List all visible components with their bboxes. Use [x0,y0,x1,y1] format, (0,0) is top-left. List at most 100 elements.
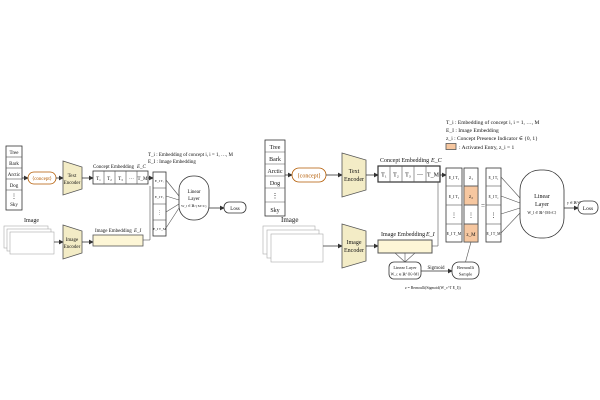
right-z-0: z₁ [469,176,473,181]
right-text-encoder [341,152,367,198]
left-concept-0: Tree [10,151,20,156]
left-image-embedding-symbol: E_I [133,229,142,234]
left-token-2: T₃ [118,177,123,182]
right-linear-label-2: W_l ∈ ℝ^{M×C} [527,210,556,215]
right-legend-2: z_i : Concept Presence Indicator ∈ {0, 1… [446,136,538,142]
right-result-2: ⋮ [491,213,497,219]
right-concept-5: Sky [270,208,279,214]
left-concept-3: Dog [10,184,19,189]
left-product-column: E_I T₁ E_I T₂ ⋮ E_I T_M [152,171,167,237]
right-bernoulli-label-1: Sample [459,272,473,277]
left-image-encoder-label-0: Image [66,238,79,243]
left-image-embedding-title: Image Embedding [95,229,132,234]
left-linear-label-2: W_l ∈ ℝ^{M×C} [181,204,207,208]
right-concept-4: ⋮ [272,192,279,200]
right-y-label: y ∈ ℝ^C [567,201,582,205]
right-formula: z = Bernoulli(Sigmoid(W_c^T E_I)) [405,286,461,290]
left-concept-2: Arctic [8,173,21,178]
right-text-encoder-label-0: Text [349,169,360,175]
right-linear-small-label-1: W_c ∈ ℝ^{K×M} [391,273,420,277]
right-product-2: ⋮ [451,213,457,219]
right-concept-embedding-symbol: E_C [430,158,443,164]
right-product-0: E_I T₁ [449,175,460,180]
right-legend-3: : Activated Entry, z_i = 1 [459,145,515,151]
right-z-2: ⋮ [468,213,474,219]
left-legend-0: T_i : Embedding of concept i, i = 1, …, … [148,153,233,158]
left-concept-tokens: T₁ T₂ T₃ ⋯ T_M [92,170,149,185]
left-token-0: T₁ [96,177,101,182]
left-concept-list: Tree Bark Arctic Dog ⋮ Sky [5,145,23,211]
left-concept-embedding-symbol: E_C [136,165,147,170]
left-product-2: E_I T₂ [155,195,165,199]
left-token-1: T₂ [107,177,112,182]
right-image-embedding-title: Image Embedding [381,232,425,238]
left-text-encoder-label-0: Text [68,174,77,179]
right-product-1: E_I T₂ [449,194,460,199]
right-concept-2: Arctic [268,169,283,175]
right-linear-small [388,261,422,280]
left-concept-4: ⋮ [11,194,17,200]
right-result-0: E_I T₁ [488,176,499,180]
left-diagram: Tree Bark Arctic Dog ⋮ Sky ⟨concept⟩ Tex… [3,145,247,260]
left-image-encoder-label-1: Encoder [64,245,81,250]
right-concept-3: Dog [270,181,280,187]
left-token-4: T_M [138,177,149,182]
right-legend-swatch [445,143,457,150]
left-product-3: ⋮ [157,210,162,216]
right-concept-embedding-title: Concept Embedding [380,158,429,164]
right-text-encoder-label-1: Encoder [344,177,364,183]
right-image-stack [262,225,324,263]
left-concept-embedding-title: Concept Embedding [93,165,134,170]
right-token-4: T_M [427,173,440,179]
right-image-embedding-symbol: E_I [425,232,436,238]
left-product-1: E_I T₁ [155,179,164,183]
right-equals-sign: = [481,202,485,210]
left-linear-label-0: Linear [187,190,200,195]
left-concept-5: Sky [10,203,18,208]
right-token-3: ⋯ [417,173,423,179]
right-product-3: E_I T_M [447,231,462,236]
right-token-1: T₂ [393,173,399,179]
right-legend-1: E_I : Image Embedding [446,128,499,134]
right-result-column: E_I T₁ E_I T₂ ⋮ E_I T_M [485,167,502,243]
left-image-label: Image [24,218,39,224]
right-loss-box [577,200,599,215]
right-image-encoder-label-1: Encoder [344,248,364,254]
left-product-4: E_I T_M [153,227,167,231]
right-token-2: T₃ [405,173,411,179]
right-image-embedding-box [377,239,433,254]
left-image-stack [3,225,55,255]
left-concept-prompt-label: ⟨concept⟩ [32,176,51,182]
left-linear-layer [178,175,210,221]
right-sigmoid-label: Sigmoid [428,266,445,271]
right-result-3: E_I T_M [487,232,502,236]
right-concept-prompt-label: ⟨concept⟩ [297,173,320,180]
right-linear-label-0: Linear [534,194,550,200]
right-z-column: z₁ z₂ ⋮ z_M [463,167,479,243]
right-concept-1: Bark [269,157,281,163]
right-legend: T_i : Embedding of concept i, i = 1, …, … [445,119,539,151]
left-text-encoder-label-1: Encoder [64,181,81,186]
right-linear-small-label-0: Linear Layer [393,265,417,270]
right-concept-tokens: T₁ T₂ T₃ ⋯ T_M [377,165,441,183]
left-legend-1: E_I : Image Embedding [148,160,196,165]
right-z-1: z₂ [469,195,473,200]
right-concept-0: Tree [270,145,281,151]
right-result-1: E_I T₂ [488,195,499,199]
right-image-label: Image [281,216,299,224]
right-loss-label: Loss [583,206,593,212]
right-token-0: T₁ [381,173,387,179]
left-concept-1: Bark [9,162,19,167]
right-legend-0: T_i : Embedding of concept i, i = 1, …, … [446,119,539,126]
right-bernoulli-label-0: Bernoulli [457,265,475,270]
left-token-3: ⋯ [129,177,134,182]
left-loss-label: Loss [230,207,240,212]
right-image-encoder-label-0: Image [347,240,362,246]
right-concept-list: Tree Bark Arctic Dog ⋮ Sky [264,139,286,217]
left-image-encoder [62,224,83,260]
right-linear-label-1: Layer [535,202,549,208]
right-image-encoder [341,223,367,269]
right-product-column: E_I T₁ E_I T₂ ⋮ E_I T_M [445,167,463,243]
left-linear-label-1: Layer [188,197,200,202]
